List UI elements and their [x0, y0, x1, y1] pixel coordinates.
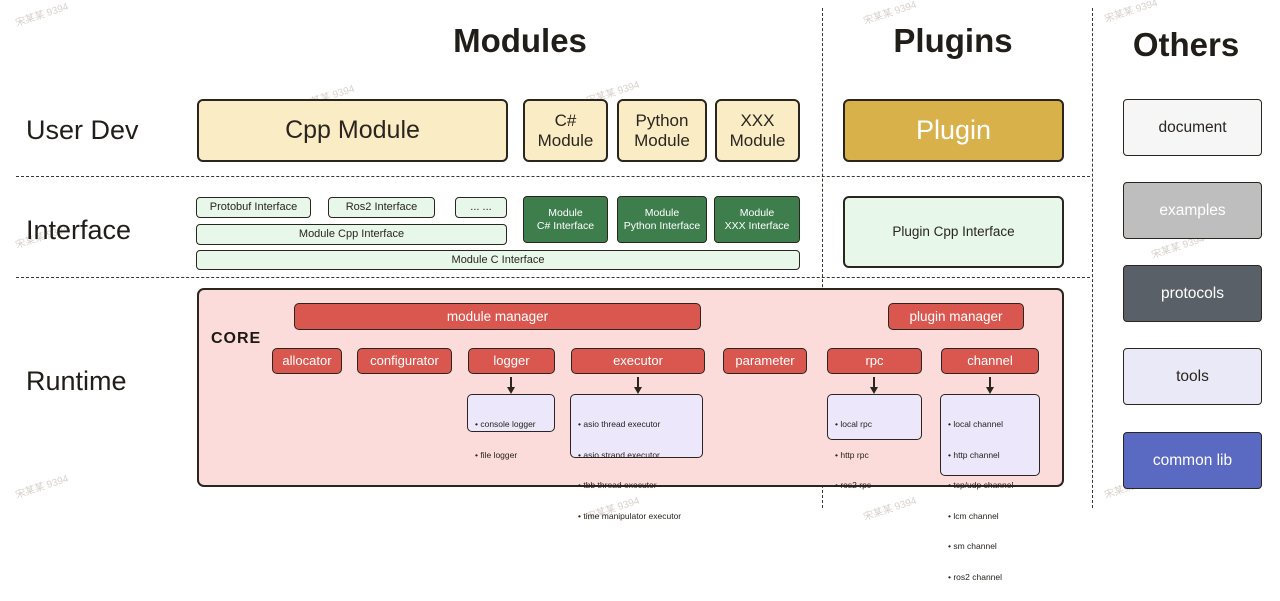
rpc-list: local rpc http rpc ros2 rpc	[827, 394, 922, 490]
tools-box: tools	[1123, 348, 1262, 405]
list-item-label: local rpc	[840, 419, 872, 430]
list-item: sm channel	[948, 540, 1035, 552]
csharp-module-box: C# Module	[523, 99, 608, 162]
architecture-diagram: 宋某某 9394 宋某某 9394 宋某某 9394 宋某某 9394 宋某某 …	[0, 0, 1280, 519]
others-header: Others	[1132, 26, 1240, 63]
cpp-module-box: Cpp Module	[197, 99, 508, 162]
module-xxx-interface-box: Module XXX Interface	[714, 196, 800, 243]
executor-list: asio thread executor asio strand executo…	[570, 394, 703, 521]
core-label: CORE	[211, 330, 262, 347]
xxx-module-box: XXX Module	[715, 99, 800, 162]
list-item-label: http rpc	[840, 449, 869, 460]
module-manager-bar: module manager	[294, 303, 701, 330]
logger-box: logger	[468, 348, 555, 374]
watermark: 宋某某 9394	[14, 1, 71, 30]
common-lib-box: common lib	[1123, 432, 1262, 489]
list-item-label: ros2 channel	[953, 571, 1003, 582]
plugin-cpp-interface-box: Plugin Cpp Interface	[843, 196, 1064, 268]
allocator-box: allocator	[272, 348, 342, 374]
list-item-label: time manipulator executor	[583, 510, 682, 521]
list-item: asio thread executor	[578, 418, 698, 430]
list-item: tcp/udp channel	[948, 479, 1035, 491]
row-label-runtime: Runtime	[26, 366, 127, 396]
module-cpp-interface-box: Module Cpp Interface	[196, 224, 507, 245]
list-item-label: tbb thread executor	[583, 480, 657, 491]
module-python-interface-box: Module Python Interface	[617, 196, 707, 243]
channel-down-arrow	[985, 377, 994, 394]
separator-plugins-others	[1092, 8, 1093, 508]
list-item: file logger	[475, 449, 550, 461]
separator-userdev-interface	[16, 176, 1090, 177]
list-item-label: http channel	[953, 449, 1000, 460]
list-item-label: ros2 rpc	[840, 480, 872, 491]
logger-down-arrow	[506, 377, 515, 394]
configurator-box: configurator	[357, 348, 452, 374]
separator-modules-plugins	[822, 8, 823, 508]
list-item: ros2 channel	[948, 571, 1035, 583]
list-item: http rpc	[835, 449, 917, 461]
executor-down-arrow	[633, 377, 642, 394]
list-item: ros2 rpc	[835, 479, 917, 491]
list-item: time manipulator executor	[578, 510, 698, 522]
modules-header: Modules	[453, 22, 587, 59]
watermark: 宋某某 9394	[14, 473, 71, 502]
ellipsis-box: ... ...	[455, 197, 507, 218]
module-csharp-interface-box: Module C# Interface	[523, 196, 608, 243]
row-label-user-dev: User Dev	[26, 115, 139, 145]
list-item: local channel	[948, 418, 1035, 430]
module-c-interface-box: Module C Interface	[196, 250, 800, 270]
list-item-label: asio strand executor	[583, 449, 660, 460]
ros2-interface-box: Ros2 Interface	[328, 197, 435, 218]
list-item: console logger	[475, 418, 550, 430]
list-item-label: tcp/udp channel	[953, 480, 1014, 491]
list-item-label: file logger	[480, 449, 518, 460]
list-item-label: lcm channel	[953, 510, 999, 521]
examples-box: examples	[1123, 182, 1262, 239]
list-item: asio strand executor	[578, 449, 698, 461]
list-item-label: console logger	[480, 419, 536, 430]
list-item-label: local channel	[953, 419, 1003, 430]
rpc-down-arrow	[869, 377, 878, 394]
separator-interface-runtime	[16, 277, 1090, 278]
list-item: http channel	[948, 449, 1035, 461]
protocols-box: protocols	[1123, 265, 1262, 322]
document-box: document	[1123, 99, 1262, 156]
list-item-label: sm channel	[953, 541, 997, 552]
list-item: lcm channel	[948, 510, 1035, 522]
list-item: tbb thread executor	[578, 479, 698, 491]
list-item: local rpc	[835, 418, 917, 430]
plugin-manager-bar: plugin manager	[888, 303, 1024, 330]
plugin-box: Plugin	[843, 99, 1064, 162]
rpc-box: rpc	[827, 348, 922, 374]
channel-box: channel	[941, 348, 1039, 374]
watermark: 宋某某 9394	[1103, 0, 1160, 26]
plugins-header: Plugins	[893, 22, 1013, 59]
channel-list: local channel http channel tcp/udp chann…	[940, 394, 1040, 582]
logger-list: console logger file logger	[467, 394, 555, 460]
python-module-box: Python Module	[617, 99, 707, 162]
parameter-box: parameter	[723, 348, 807, 374]
row-label-interface: Interface	[26, 215, 132, 245]
executor-box: executor	[571, 348, 705, 374]
list-item-label: asio thread executor	[583, 419, 661, 430]
protobuf-interface-box: Protobuf Interface	[196, 197, 311, 218]
